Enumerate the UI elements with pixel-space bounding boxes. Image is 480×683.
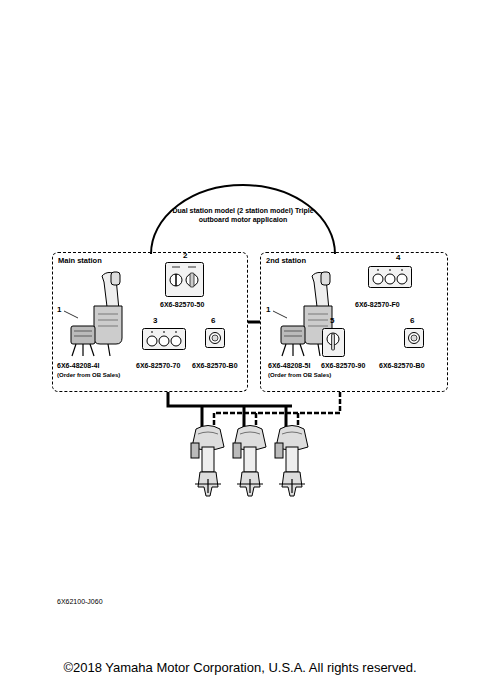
part-number: 6X6-82570-70: [136, 362, 180, 369]
switch-panel: [143, 263, 424, 357]
station-box: 2nd station: [260, 252, 448, 392]
part-number: 6X6-48208-4I: [57, 362, 99, 369]
station-heading: Main station: [53, 253, 247, 268]
part-number: (Order from OB Sales): [57, 372, 120, 378]
part-number: 6X6-82570-50: [160, 301, 204, 308]
part-number: (Order from OB Sales): [268, 372, 331, 378]
callout-number: 6: [211, 317, 215, 325]
callout-number: 3: [153, 317, 157, 325]
callout-number: 6: [410, 317, 414, 325]
wire-harness: [168, 392, 340, 428]
callout-number: 4: [396, 254, 400, 262]
station-heading: 2nd station: [261, 253, 447, 268]
copyright-caption: ©2018 Yamaha Motor Corporation, U.S.A. A…: [0, 660, 480, 675]
callout-number: 1: [266, 306, 270, 314]
callout-number: 1: [57, 306, 61, 314]
station-link: [248, 321, 260, 324]
part-number: 6X6-82570-B0: [379, 362, 425, 369]
outboard-motor: [191, 426, 308, 497]
part-number: 6X6-82570-F0: [355, 301, 400, 308]
heading-text: Dual station model (2 station model) Tri…: [172, 184, 314, 224]
drawing-code: 6X62100-J060: [57, 598, 103, 605]
station-box: Main station: [52, 252, 248, 392]
leader-line: [64, 311, 287, 318]
part-number: 6X6-82570-90: [321, 362, 365, 369]
callout-number: 5: [330, 317, 334, 325]
part-number: 6X6-82570-B0: [192, 362, 238, 369]
arc-heading: Dual station model (2 station model) Tri…: [150, 184, 336, 254]
part-number: 6X6-48208-5I: [268, 362, 310, 369]
callout-number: 2: [183, 252, 187, 260]
